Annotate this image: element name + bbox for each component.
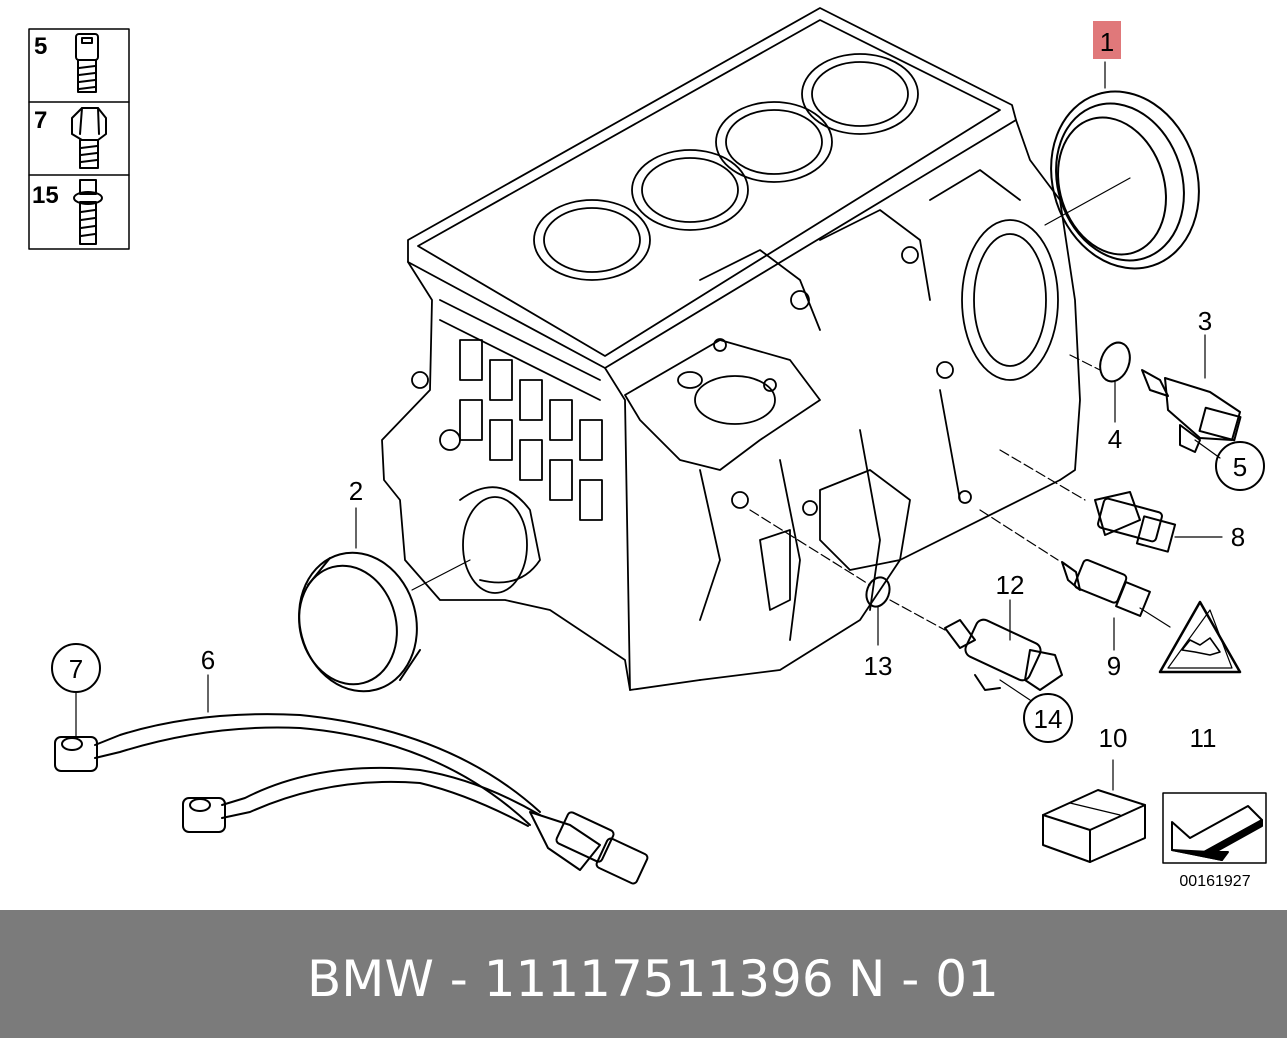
hex-head-bolt-icon [71, 107, 107, 169]
diagram-reference-box [1162, 792, 1267, 864]
sensor-o-ring [1099, 341, 1131, 423]
callout-highlight [1093, 21, 1121, 59]
callout-label-6: 6 [201, 645, 215, 675]
oil-pressure-switch [1094, 491, 1223, 553]
callout-label-7: 7 [69, 654, 83, 684]
callout-circle-14 [1023, 693, 1073, 743]
camshaft-solenoid-valve [944, 599, 1063, 701]
socket-head-cap-screw-icon [75, 33, 99, 93]
legend-number: 15 [32, 182, 59, 209]
callout-label-10: 10 [1099, 723, 1128, 753]
warning-label-icon [1139, 600, 1242, 674]
callout-circle-5 [1215, 441, 1265, 491]
diagram-id: 00161927 [1179, 873, 1250, 890]
temperature-sensor [1141, 334, 1242, 459]
callout-label-9: 9 [1107, 651, 1121, 681]
front-crankshaft-seal [298, 507, 471, 693]
part-code: BMW - 11117511396 [307, 950, 834, 1008]
solenoid-o-ring [865, 576, 891, 646]
fastener-legend [28, 28, 130, 250]
legend-number: 7 [34, 107, 47, 134]
flanged-bolt-with-washer-icon [73, 179, 103, 245]
callout-label-8: 8 [1231, 522, 1245, 552]
small-parts-box-icon [1042, 759, 1146, 863]
callout-label-2: 2 [349, 476, 363, 506]
callout-label-4: 4 [1108, 424, 1122, 454]
callout-label-14: 14 [1034, 704, 1063, 734]
rear-crankshaft-seal [1044, 61, 1200, 270]
oil-temperature-sensor [1061, 558, 1151, 651]
callout-circle-7 [51, 643, 101, 693]
legend-number: 5 [34, 33, 47, 60]
callout-label-13: 13 [864, 651, 893, 681]
callout-label-1: 1 [1100, 27, 1114, 57]
callout-label-11: 11 [1190, 723, 1217, 753]
engine-block [381, 7, 1081, 691]
parts-diagram: 5 7 15 1 2 3 4 5 6 7 8 9 10 11 12 13 14 … [28, 7, 1267, 890]
callout-label-12: 12 [996, 570, 1025, 600]
callout-label-5: 5 [1233, 452, 1247, 482]
part-number-footer: BMW - 11117511396 N - 01 [0, 910, 1287, 1038]
part-variant: N - 01 [848, 950, 999, 1008]
knock-sensor-harness [54, 674, 649, 885]
callout-label-3: 3 [1198, 306, 1212, 336]
